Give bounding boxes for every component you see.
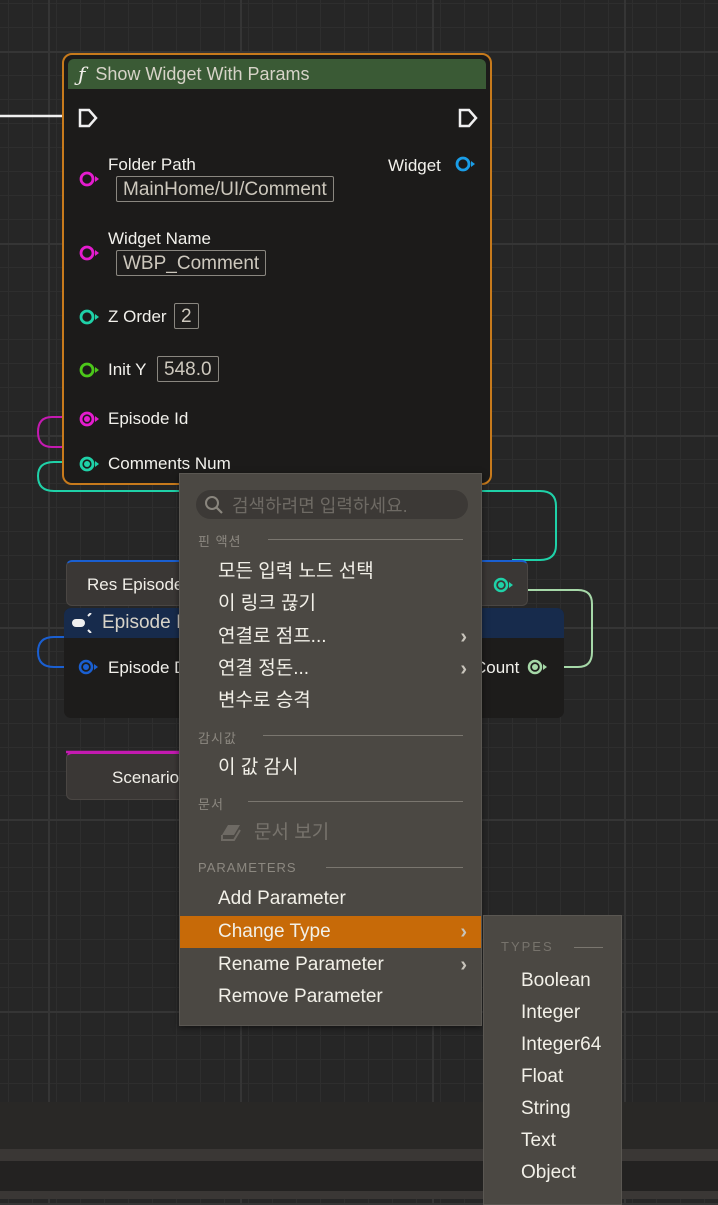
type-float[interactable]: Float: [521, 1066, 564, 1087]
chevron-right-icon: ›: [460, 658, 467, 680]
res-episode-label: Res Episode: [87, 575, 184, 594]
break-pin-out-label: Count: [474, 658, 520, 677]
episode-id-label: Episode Id: [108, 409, 189, 428]
section-types: TYPES: [501, 939, 554, 954]
menu-item-label: 연결 정돈...: [218, 658, 310, 679]
menu-item-label: 연결로 점프...: [218, 626, 327, 647]
type-object[interactable]: Object: [521, 1162, 576, 1183]
widget-output-label: Widget: [388, 156, 441, 175]
menu-item-remove-parameter[interactable]: Remove Parameter: [218, 986, 383, 1007]
widget-name-input[interactable]: WBP_Comment: [116, 250, 267, 276]
menu-item-break-link[interactable]: 이 링크 끊기: [218, 593, 316, 614]
node-header: ƒ Show Widget With Params: [68, 59, 486, 89]
chevron-right-icon: ›: [460, 954, 467, 976]
search-placeholder: 검색하려면 입력하세요.: [232, 495, 408, 516]
menu-item-rename-parameter[interactable]: Rename Parameter ›: [180, 949, 481, 981]
widget-name-label: Widget Name: [108, 229, 211, 248]
show-widget-node[interactable]: ƒ Show Widget With Params Widget Folder …: [62, 53, 492, 485]
folder-path-input[interactable]: MainHome/UI/Comment: [116, 176, 334, 202]
pin-blue-icon[interactable]: [78, 658, 100, 676]
type-string[interactable]: String: [521, 1098, 571, 1119]
menu-item-change-type[interactable]: Change Type ›: [180, 916, 481, 948]
comments-num-label: Comments Num: [108, 454, 231, 473]
menu-item-label: Change Type: [218, 921, 331, 942]
section-divider: [268, 539, 463, 540]
pin-lightgreen-icon[interactable]: [527, 658, 549, 676]
scenario-label: Scenario: [112, 768, 180, 787]
menu-item-view-docs: 문서 보기: [180, 817, 481, 849]
section-divider: [248, 801, 463, 802]
pin-context-menu: 검색하려면 입력하세요. 핀 액션 모든 입력 노드 선택 이 링크 끊기 연결…: [179, 473, 482, 1026]
z-order-input[interactable]: 2: [174, 303, 199, 329]
chevron-right-icon: ›: [460, 626, 467, 648]
folder-path-label: Folder Path: [108, 155, 196, 174]
comments-num-pin-icon[interactable]: [79, 456, 101, 472]
types-submenu: TYPES Boolean Integer Integer64 Float St…: [483, 915, 622, 1205]
menu-item-promote-to-variable[interactable]: 변수로 승격: [218, 690, 311, 711]
menu-item-label: Rename Parameter: [218, 954, 384, 975]
node-title: Show Widget With Params: [95, 63, 310, 84]
section-parameters: PARAMETERS: [198, 860, 297, 875]
type-boolean[interactable]: Boolean: [521, 970, 591, 991]
section-divider: [574, 947, 603, 948]
section-divider: [263, 735, 463, 736]
menu-item-straighten-connection[interactable]: 연결 정돈... ›: [180, 653, 481, 685]
exec-in-icon[interactable]: [78, 108, 98, 128]
chevron-right-icon: ›: [460, 921, 467, 943]
section-docs: 문서: [198, 797, 224, 812]
widget-output-pin-icon[interactable]: [455, 156, 477, 172]
menu-item-select-all-input-nodes[interactable]: 모든 입력 노드 선택: [218, 561, 374, 582]
section-divider: [326, 867, 463, 868]
pin-teal-icon[interactable]: [493, 576, 515, 594]
type-integer64[interactable]: Integer64: [521, 1034, 602, 1055]
z-order-label: Z Order: [108, 307, 167, 326]
search-icon: [205, 495, 223, 514]
init-y-pin-icon[interactable]: [79, 362, 101, 378]
init-y-label: Init Y: [108, 360, 147, 379]
menu-item-add-parameter[interactable]: Add Parameter: [218, 888, 346, 909]
bottom-divider: [0, 1191, 718, 1199]
menu-search-box[interactable]: 검색하려면 입력하세요.: [196, 490, 468, 519]
init-y-input[interactable]: 548.0: [157, 356, 219, 382]
type-text[interactable]: Text: [521, 1130, 556, 1151]
break-struct-icon: [72, 613, 92, 633]
episode-id-pin-icon[interactable]: [79, 411, 101, 427]
z-order-pin-icon[interactable]: [79, 309, 101, 325]
break-node-title: Episode I: [102, 612, 182, 633]
function-icon: ƒ: [78, 62, 86, 86]
widget-name-pin-icon[interactable]: [79, 245, 101, 261]
menu-item-jump-to-connection[interactable]: 연결로 점프... ›: [180, 621, 481, 653]
exec-out-icon[interactable]: [458, 108, 478, 128]
menu-item-label: 문서 보기: [254, 822, 330, 843]
break-pin-in-label: Episode D: [108, 658, 187, 677]
folder-path-pin-icon[interactable]: [79, 171, 101, 187]
type-integer[interactable]: Integer: [521, 1002, 581, 1023]
book-icon: [221, 825, 241, 841]
section-pin-actions: 핀 액션: [198, 534, 242, 549]
menu-item-watch-value[interactable]: 이 값 감시: [218, 757, 299, 778]
section-watch: 감시값: [198, 731, 237, 746]
